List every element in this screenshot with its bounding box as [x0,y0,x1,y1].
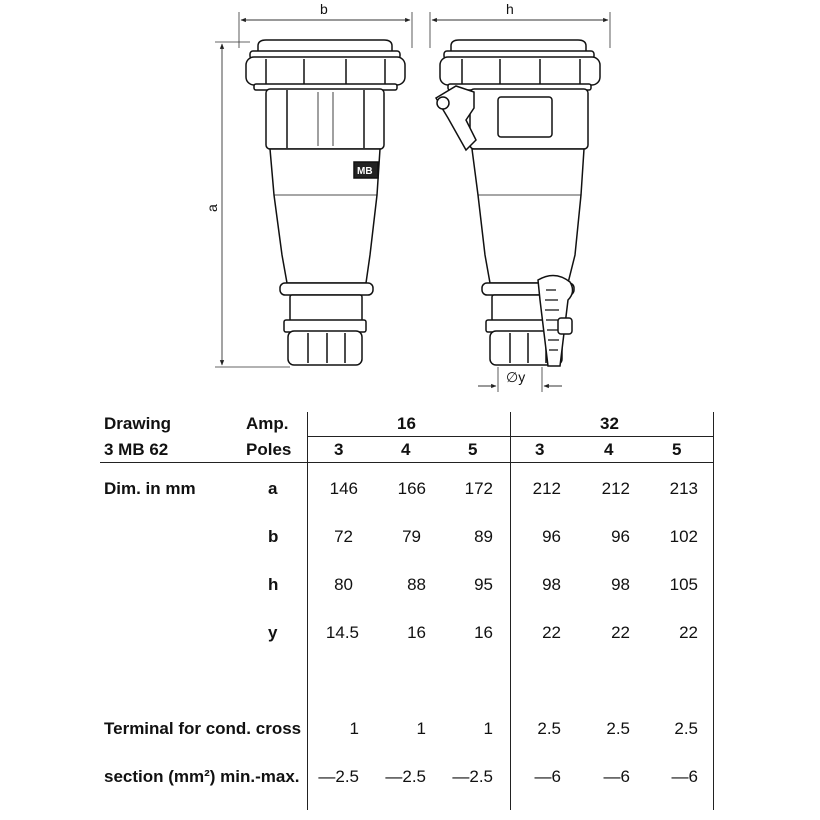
table-cell: 213 [669,479,698,498]
table-cell: 2.5 [674,719,698,738]
table-cell: 72 [334,527,353,546]
terminal-label-1: Terminal for cond. cross [104,719,302,738]
row-key-b: b [268,527,279,546]
table-cell: 96 [611,527,630,546]
row-key-y: y [268,623,278,642]
table-cell: 1 [349,719,359,738]
dimension-a-label: a [204,204,220,212]
drawing-label: Drawing [104,414,172,433]
table-cell: 98 [542,575,561,594]
dimension-b-label: b [320,1,328,17]
table-cell: 166 [397,479,426,498]
amp-label: Amp. [246,414,289,433]
poles-16-4: 4 [401,440,411,459]
table-cell: 89 [474,527,493,546]
table-cell: 16 [474,623,493,642]
front-view-socket: MB [245,39,406,366]
dimension-h: h [429,1,611,48]
table-divider-1 [307,412,308,810]
row-key-a: a [268,479,278,498]
technical-drawing: b h a MB [204,1,611,392]
amp-16: 16 [397,414,416,433]
table-cell: 1 [483,719,493,738]
table-cell: 1 [416,719,426,738]
poles-32-4: 4 [604,440,614,459]
table-cell: 102 [669,527,698,546]
amp-32: 32 [600,414,619,433]
table-cell: —2.5 [318,767,359,786]
table-cell: 79 [402,527,421,546]
dimension-y: ∅y [478,367,562,392]
terminal-label-2: section (mm²) min.-max. [104,767,300,786]
table-cell: 14.5 [325,623,359,642]
table-cell: 105 [669,575,698,594]
table-cell: —6 [534,767,561,786]
table-cell: 22 [611,623,630,642]
table-cell: —6 [603,767,630,786]
table-cell: 2.5 [537,719,561,738]
table-cell: 146 [329,479,358,498]
poles-label: Poles [246,440,292,459]
drawing-number: 3 MB 62 [104,440,169,459]
table-cell: 80 [334,575,353,594]
poles-32-5: 5 [672,440,682,459]
table-cell: 212 [601,479,630,498]
table-cell: —6 [671,767,698,786]
table-cell: 22 [679,623,698,642]
table-cell: —2.5 [385,767,426,786]
row-key-h: h [268,575,279,594]
side-view-socket [434,39,601,367]
table-cell: 172 [464,479,493,498]
table-cell: 95 [474,575,493,594]
table-cell: 212 [532,479,561,498]
table-cell: 98 [611,575,630,594]
table-cell: 88 [407,575,426,594]
table-cell: 96 [542,527,561,546]
mb-logo: MB [357,166,373,177]
dimension-y-label: ∅y [506,369,525,385]
poles-32-3: 3 [535,440,545,459]
table-poles-rule [100,462,713,463]
table-header-rule [307,436,713,437]
dimension-h-label: h [506,1,514,17]
poles-16-5: 5 [468,440,478,459]
table-cell: 2.5 [606,719,630,738]
dimension-a: a [204,41,290,368]
table-divider-2 [510,412,511,810]
dim-label: Dim. in mm [104,479,196,498]
table-cell: 16 [407,623,426,642]
poles-16-3: 3 [334,440,344,459]
table-cell: —2.5 [452,767,493,786]
table-cell: 22 [542,623,561,642]
table-divider-3 [713,412,714,810]
